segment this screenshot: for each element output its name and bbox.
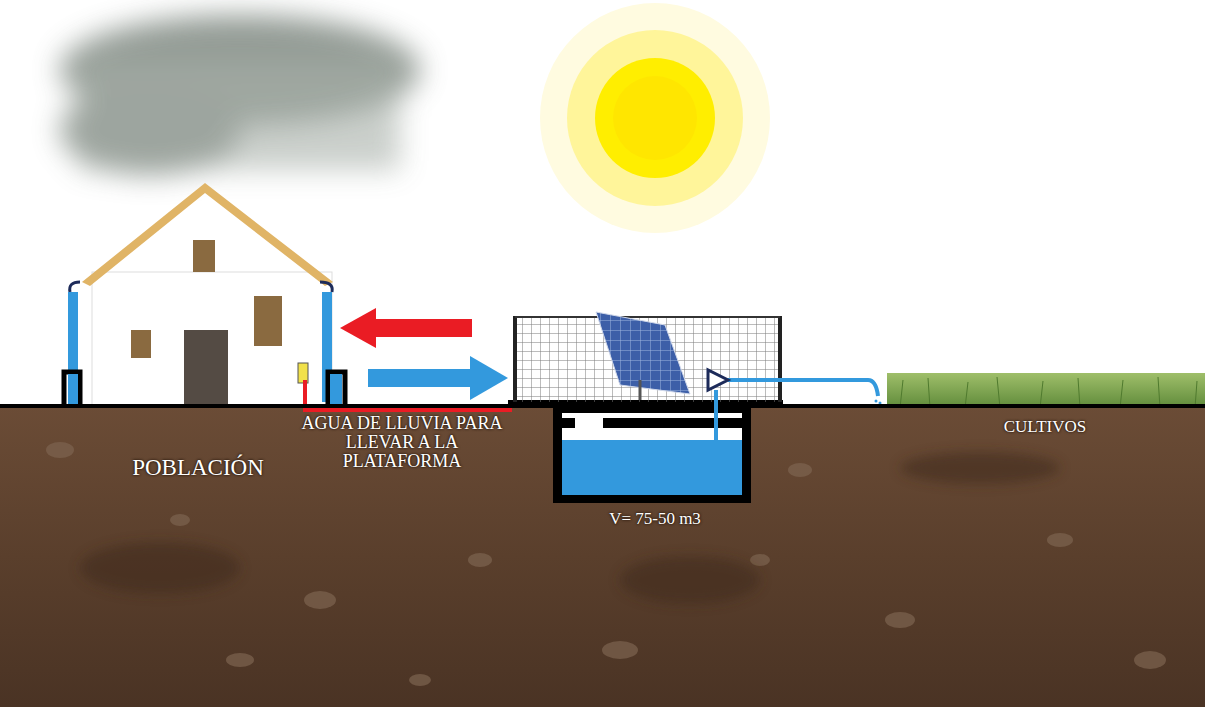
crop-field — [887, 373, 1205, 408]
pump-pipe-down — [714, 390, 718, 460]
house — [82, 183, 333, 405]
rain-cloud — [60, 15, 420, 175]
pump-symbol — [708, 370, 728, 390]
crop-grass-strokes — [900, 377, 1197, 408]
population-label: POBLACIÓN — [88, 456, 308, 480]
tank-volume: V= 75-50 m3 — [555, 510, 755, 528]
red-arrow — [340, 308, 472, 348]
ground — [0, 405, 1205, 707]
irrigation-pipe — [728, 380, 878, 396]
downpipes — [64, 282, 345, 405]
sun — [540, 3, 770, 233]
blue-arrow — [368, 356, 508, 400]
rainwater-note: AGUA DE LLUVIA PARA LLEVAR A LA PLATAFOR… — [286, 414, 518, 471]
crops-label: CULTIVOS — [965, 418, 1125, 436]
tank — [553, 405, 751, 503]
ground-line — [0, 404, 553, 408]
solar-panel — [596, 312, 690, 400]
ground-line — [751, 404, 1205, 408]
